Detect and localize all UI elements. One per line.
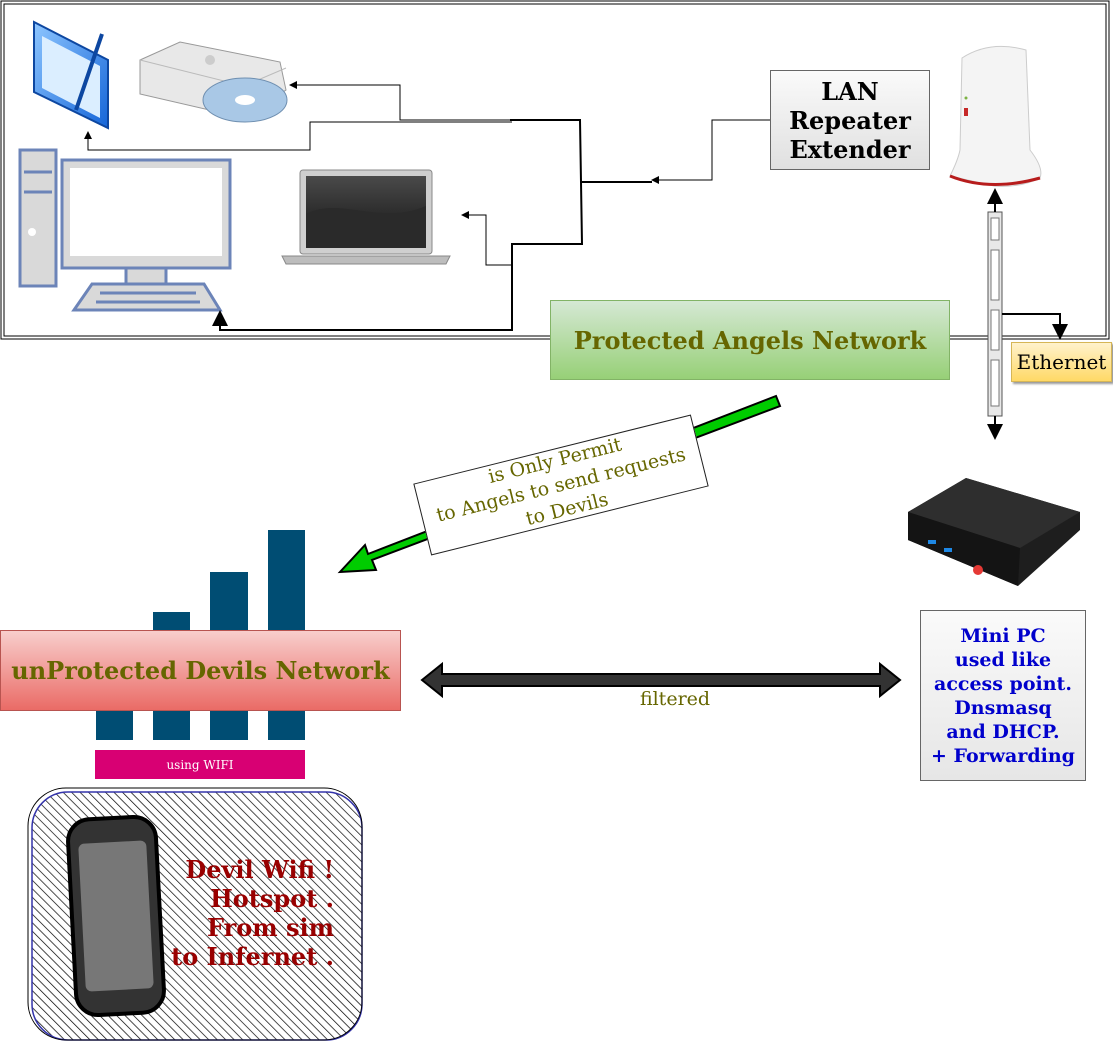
- mini-pc-device-icon: [908, 478, 1080, 586]
- ethernet-label: Ethernet: [1016, 350, 1107, 374]
- hotspot-phone-group: [27, 787, 363, 1041]
- filtered-link-label: filtered: [639, 688, 711, 710]
- unprotected-network-box: unProtected Devils Network: [0, 630, 401, 711]
- filtered-link-arrow: [420, 661, 902, 699]
- lan-repeater-box: LAN Repeater Extender: [770, 70, 930, 170]
- wifi-tag-label: using WIFI: [166, 757, 234, 772]
- laptop-icon: [281, 169, 451, 265]
- lan-repeater-label: LAN Repeater Extender: [789, 76, 911, 164]
- mini-pc-label: Mini PC used like access point. Dnsmasq …: [931, 624, 1075, 767]
- wifi-tag: using WIFI: [95, 750, 305, 779]
- unprotected-network-label: unProtected Devils Network: [11, 656, 390, 685]
- monitor-icon: [33, 20, 109, 130]
- desktop-computer-icon: [18, 148, 232, 312]
- hotspot-label: Devil Wifi ! Hotspot . From sim to Infer…: [171, 855, 334, 971]
- ethernet-cable: [987, 188, 1068, 440]
- mac-mini-icon: [139, 41, 288, 123]
- ethernet-box: Ethernet: [1011, 342, 1112, 382]
- mini-pc-box: Mini PC used like access point. Dnsmasq …: [920, 610, 1086, 781]
- lan-connectors: [84, 81, 770, 331]
- repeater-device-icon: [949, 45, 1042, 187]
- protected-network-box: Protected Angels Network: [550, 300, 950, 380]
- protected-network-label: Protected Angels Network: [573, 325, 927, 355]
